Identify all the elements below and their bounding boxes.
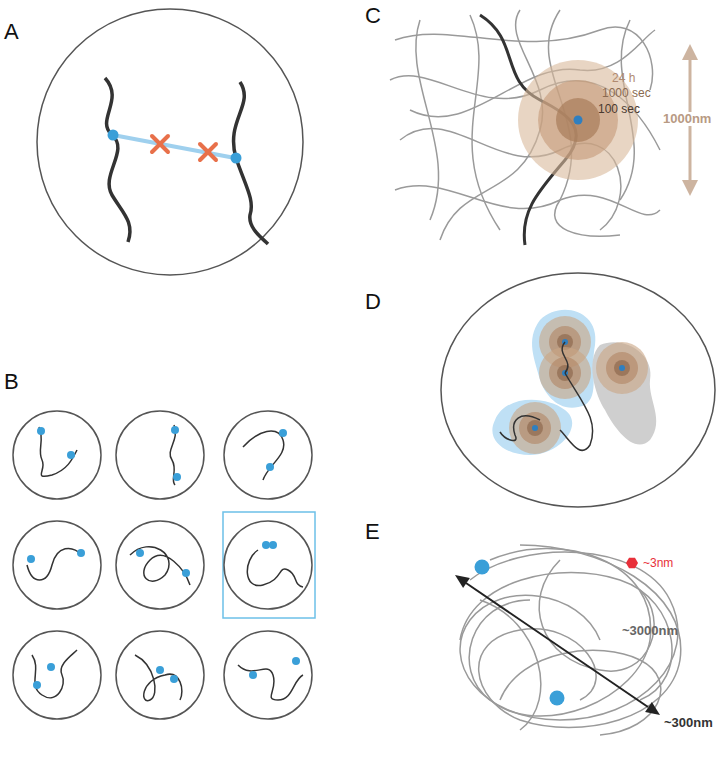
panel-letter: B — [4, 370, 19, 394]
panel-b-art — [13, 411, 315, 719]
dimension-label: ~3000nm — [622, 624, 678, 638]
time-label: 100 sec — [598, 103, 640, 116]
panel-e-art — [455, 545, 681, 735]
panel-d-art — [441, 273, 715, 507]
dimension-label: ~3nm — [643, 557, 673, 570]
time-label: 1000 sec — [602, 87, 651, 100]
panel-letter: C — [365, 4, 381, 28]
panel-letter: A — [4, 20, 19, 44]
panel-letter: E — [365, 520, 380, 544]
dimension-label: 1000nm — [663, 112, 711, 126]
panel-a-art — [37, 9, 303, 275]
panel-letter: D — [365, 290, 381, 314]
panel-c-art — [390, 10, 698, 245]
time-label: 24 h — [612, 72, 635, 85]
dimension-label: ~300nm — [664, 716, 713, 730]
